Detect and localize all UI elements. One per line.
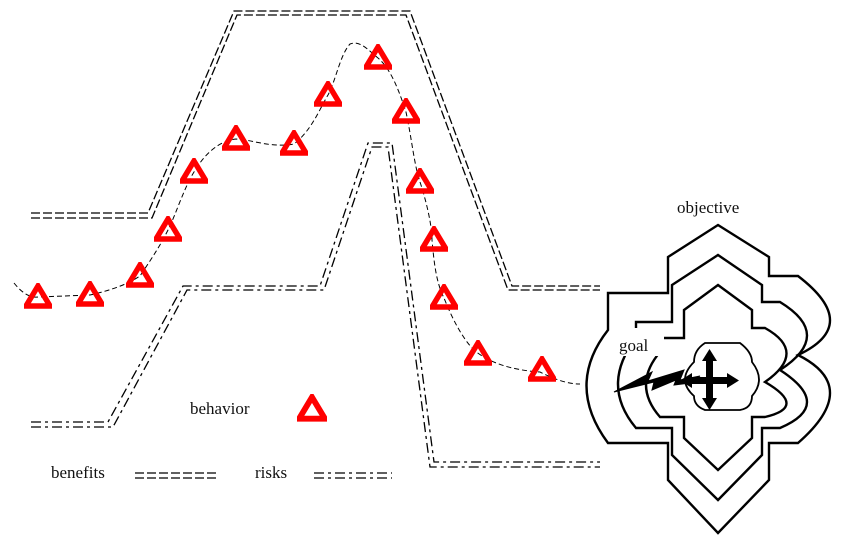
behavior-marker: [422, 229, 446, 249]
objective-ring-4: [684, 342, 760, 411]
behavior-marker: [78, 284, 102, 304]
behavior-marker: [26, 286, 50, 306]
behavior-label: behavior: [190, 399, 250, 418]
behavior-marker: [128, 265, 152, 285]
goal-label-background: [614, 328, 664, 356]
risks-label: risks: [255, 463, 287, 482]
behavior-marker: [156, 219, 180, 239]
benefits-curve: [31, 10, 600, 291]
move-arrows-icon: [680, 349, 739, 410]
objective-outer-ring: [585, 223, 832, 535]
behavior-marker: [224, 128, 248, 148]
objective-ring-2: [616, 253, 808, 502]
risks-legend-line: [314, 472, 392, 479]
behavior-marker: [182, 161, 206, 181]
behavior-trajectory: [13, 42, 581, 385]
behavior-marker: [394, 101, 418, 121]
behavior-marker: [408, 171, 432, 191]
objective-shape: [585, 223, 832, 535]
objective-ring-3: [644, 283, 788, 472]
risks-curve: [31, 142, 600, 468]
goal-label: goal: [619, 336, 649, 355]
behavior-marker: [366, 47, 390, 67]
benefits-legend-line: [135, 472, 218, 479]
behavior-marker: [530, 359, 554, 379]
behavior-legend-icon: [299, 397, 325, 418]
benefits-label: benefits: [51, 463, 105, 482]
behavior-marker: [432, 287, 456, 307]
objective-label: objective: [677, 198, 739, 217]
